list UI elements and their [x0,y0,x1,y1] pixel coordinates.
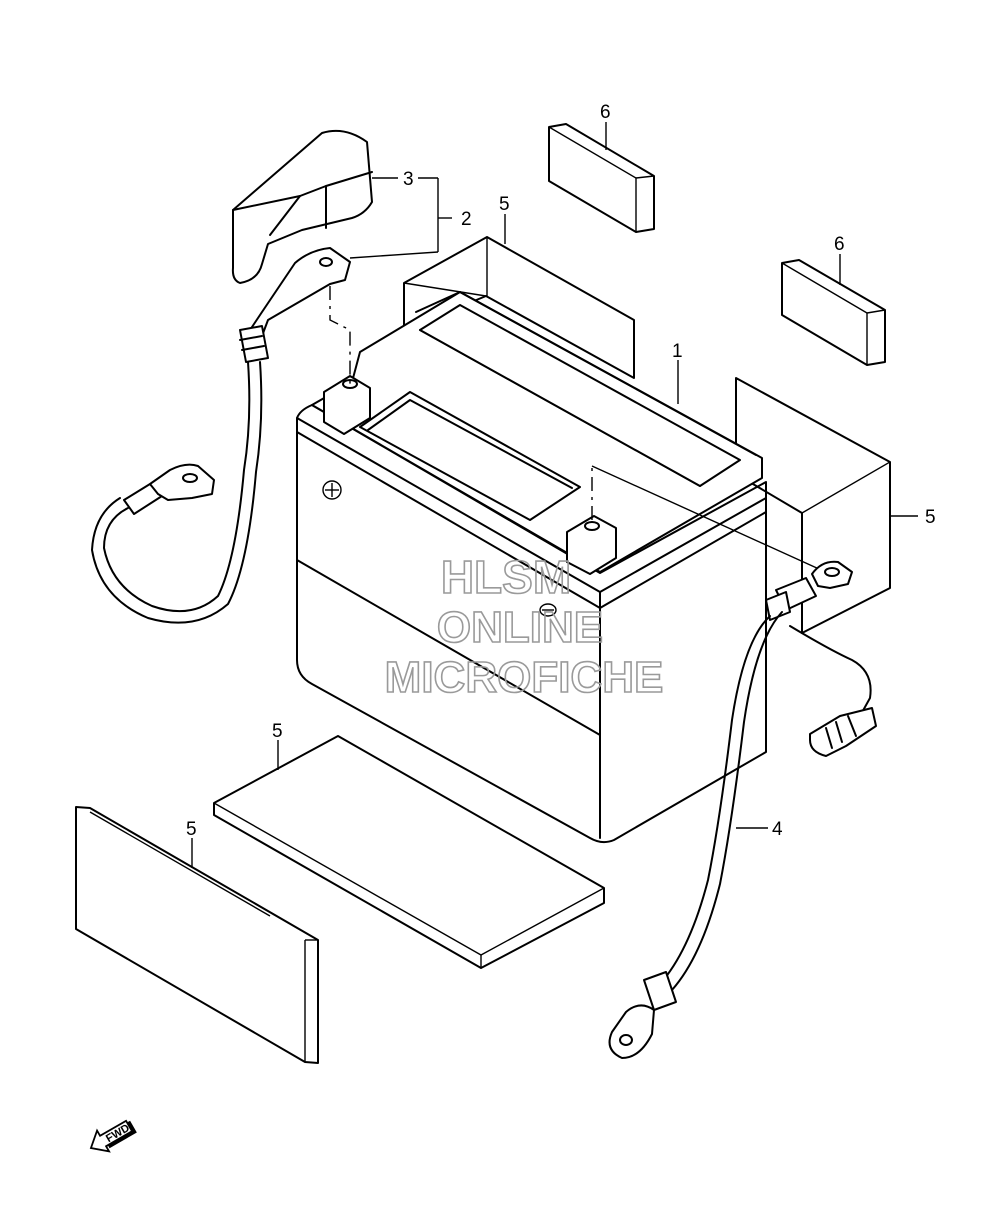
callout-3: 3 [403,169,414,190]
callout-5-right: 5 [925,507,936,528]
battery [296,291,767,844]
callout-2: 2 [461,209,472,230]
watermark-line-1: HLSM [441,551,571,603]
callout-5-bottom-left: 5 [186,819,197,840]
callout-6-right: 6 [834,234,845,255]
callout-4: 4 [772,819,783,840]
assembly-line-positive [329,286,351,384]
positive-lead [91,247,351,624]
watermark-line-2: ONLINE [437,603,603,652]
pad-6-right [781,259,886,366]
watermark: HLSM ONLINE MICROFICHE [384,550,664,703]
assembly-line-negative-diag [591,465,831,575]
fwd-arrow-icon: FWD [89,1119,137,1153]
callout-6-top: 6 [600,102,611,123]
negative-lead [608,560,877,1059]
callout-5-top: 5 [499,194,510,215]
watermark-line-3: MICROFICHE [385,653,664,702]
pad-6-top [548,123,655,233]
callout-leaders [191,122,918,868]
callout-5-bottom-center: 5 [272,721,283,742]
pad-5-bottom [213,735,605,969]
pad-5-left [75,806,319,1064]
callout-1: 1 [672,341,683,362]
terminal-cover [231,129,373,284]
